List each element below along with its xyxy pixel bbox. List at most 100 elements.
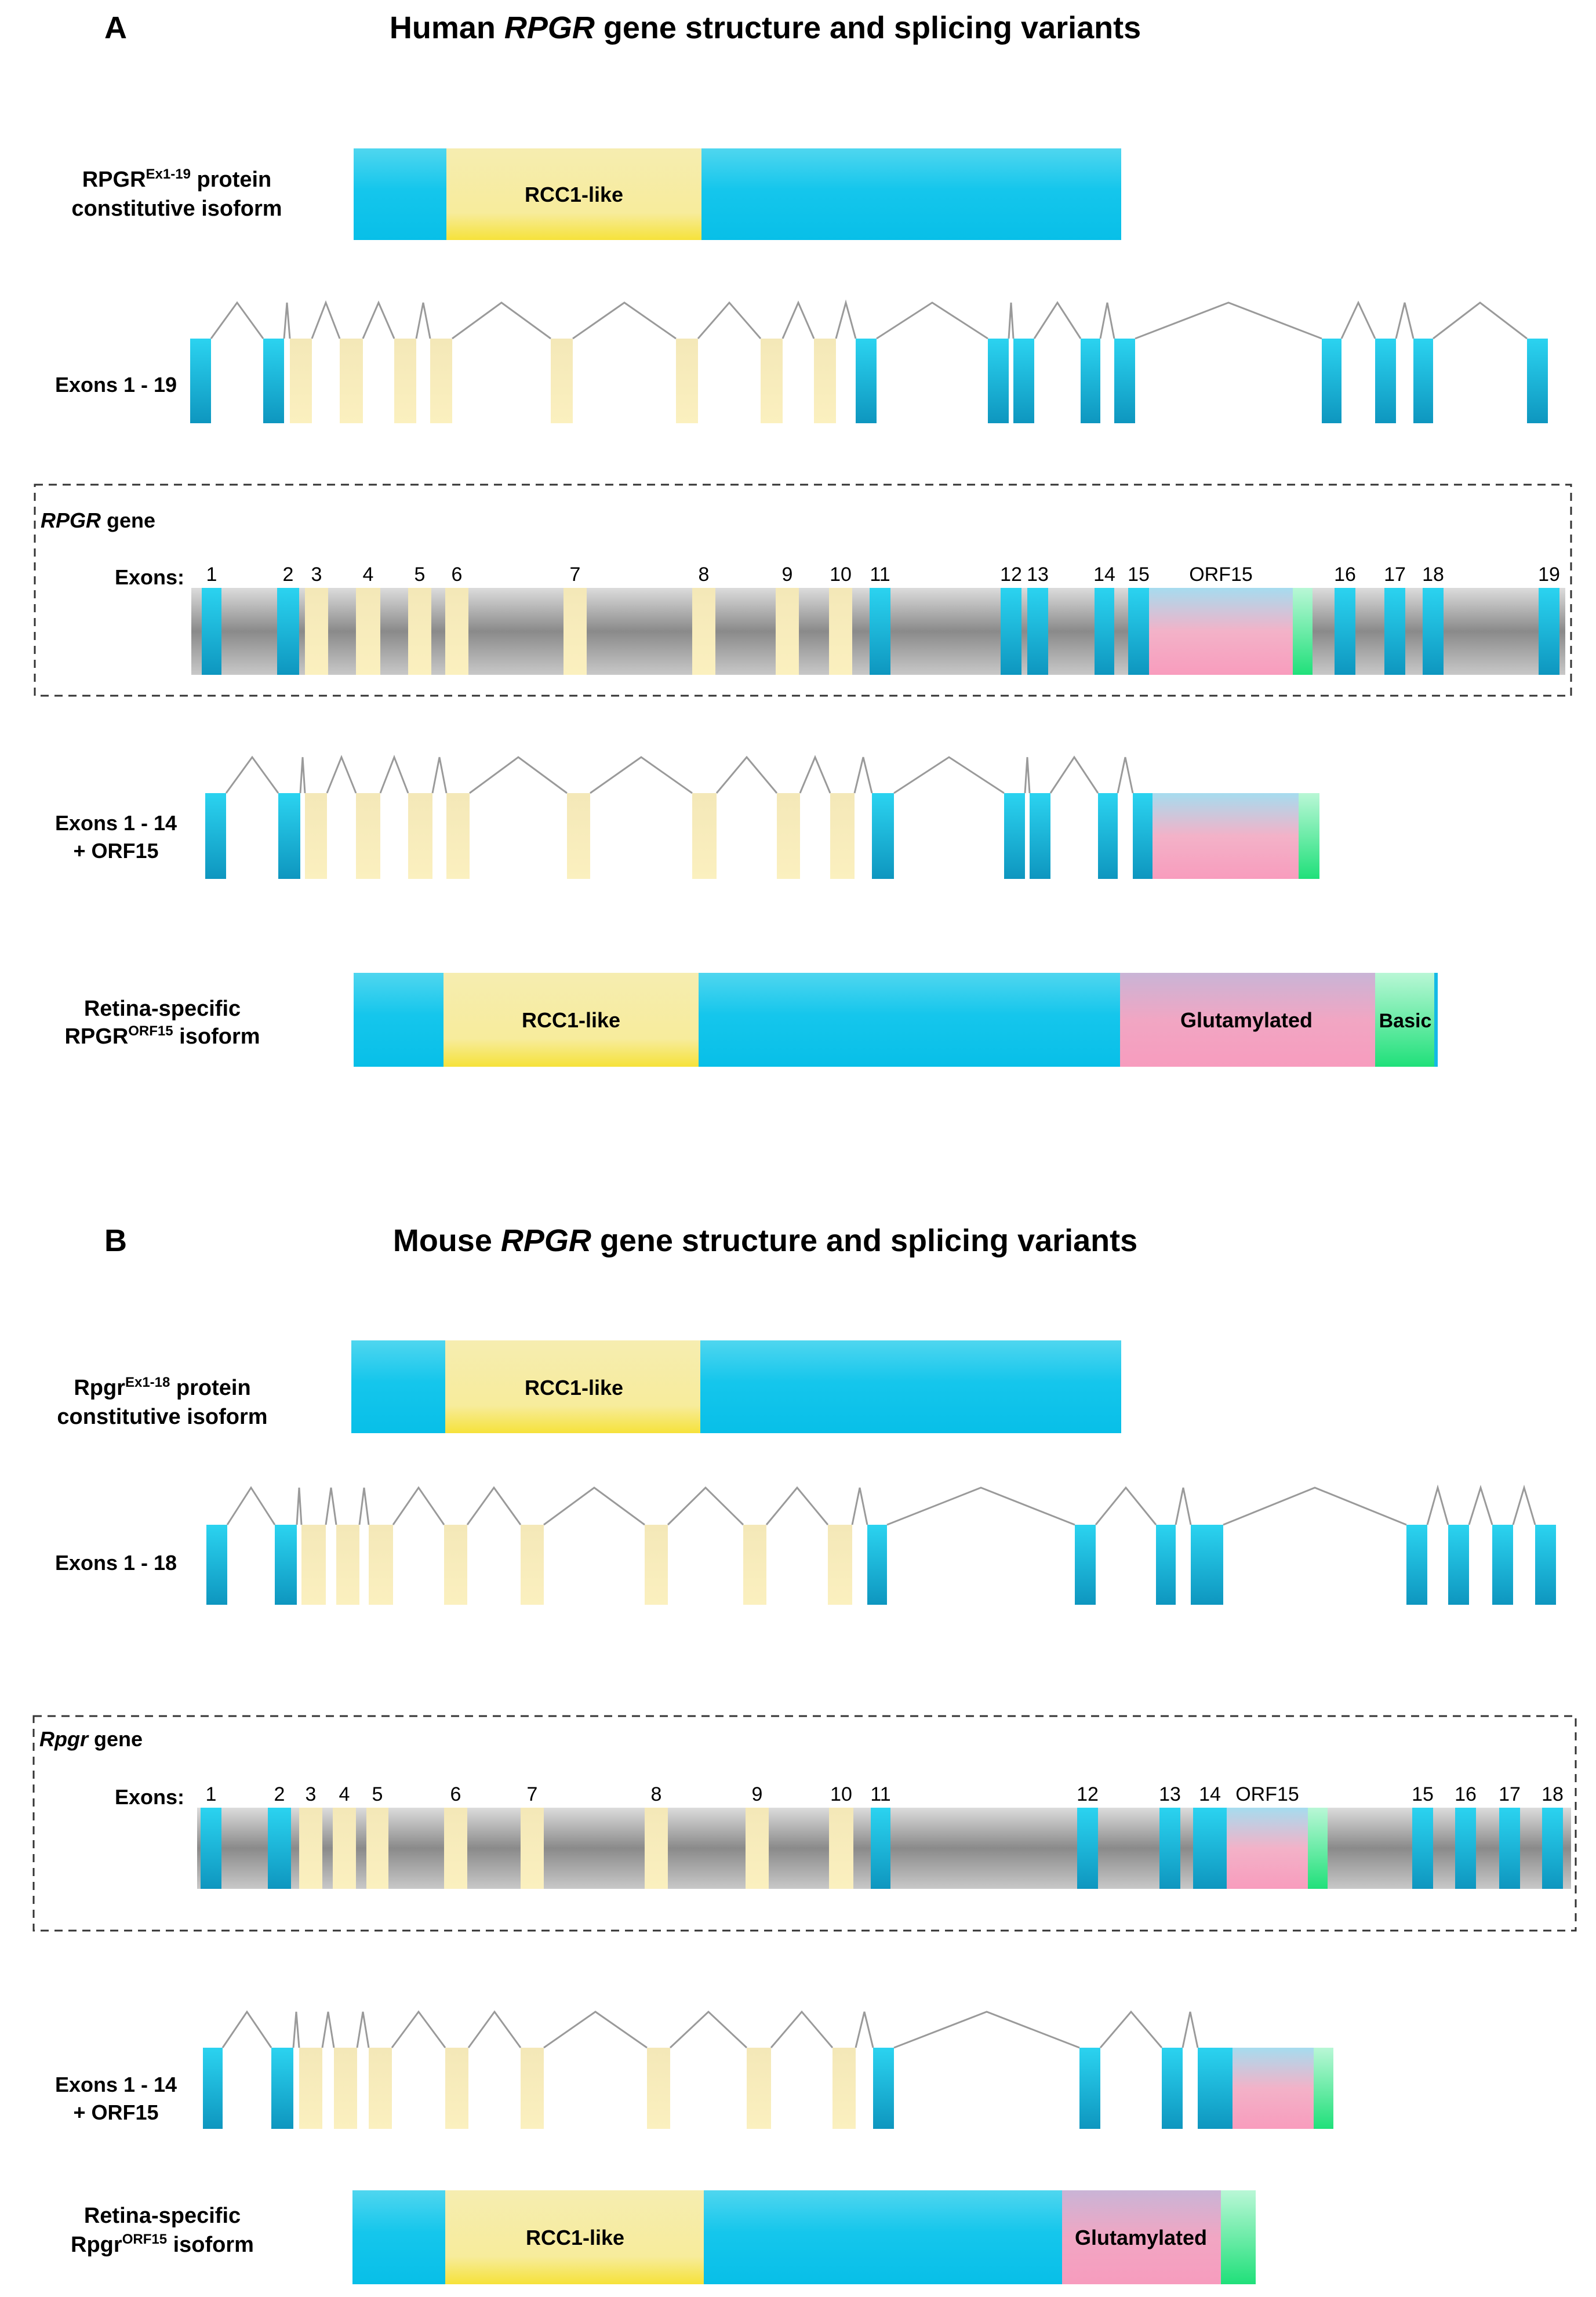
exon-block (1013, 339, 1034, 423)
intron-line (362, 300, 395, 339)
constitutive-isoform-label: RPGREx1-19 protein (82, 166, 272, 192)
exon-block (832, 2048, 856, 2129)
exon-number: 5 (372, 1783, 383, 1805)
intron-line (325, 1487, 337, 1525)
gene-exon (356, 588, 380, 675)
exon-number: 13 (1027, 564, 1049, 586)
retina-isoform-label-2: RpgrORF15 isoform (71, 2231, 254, 2257)
exon-number: 9 (752, 1783, 763, 1805)
intron-line (415, 302, 431, 339)
constitutive-exons-label: Exons 1 - 18 (55, 1551, 177, 1575)
exon-block (444, 1525, 467, 1605)
panel-title: Human RPGR gene structure and splicing v… (390, 10, 1141, 45)
exon-block (521, 2048, 544, 2129)
exon-number: 4 (339, 1783, 350, 1805)
retina-isoform-label: Retina-specific (84, 2204, 241, 2228)
exon-block (334, 2048, 357, 2129)
gene-exon (563, 588, 587, 675)
exon-block (205, 793, 226, 879)
exon-number: 5 (415, 564, 426, 586)
gene-exon (277, 588, 299, 675)
exons-label: Exons: (115, 565, 184, 589)
exon-block (305, 793, 327, 879)
exon-block (1448, 1525, 1469, 1605)
exon-block (521, 1525, 544, 1605)
intron-line (543, 1486, 645, 1526)
intron-line (886, 1486, 1075, 1526)
gene-exon (1193, 1808, 1227, 1889)
intron-line (1033, 301, 1082, 339)
exon-block (551, 339, 573, 423)
gene-exon (366, 1808, 388, 1889)
exon-block (271, 2048, 293, 2129)
exon-number: 10 (830, 564, 852, 586)
retina-protein: RCC1-like Glutamylated Basic (354, 973, 1438, 1067)
exon-block (645, 1525, 668, 1605)
exon-number: 14 (1093, 564, 1115, 586)
intron-line (781, 300, 815, 339)
intron-line (1468, 1484, 1493, 1525)
gene-exon (1077, 1808, 1098, 1889)
exon-block (814, 339, 836, 423)
gene-exon (444, 1808, 467, 1889)
glutamylated-domain (1062, 2190, 1221, 2284)
orf15-basic-exon (1299, 793, 1319, 879)
intron-line (543, 2011, 648, 2049)
intron-line (851, 1487, 868, 1525)
exon-number: 18 (1542, 1783, 1564, 1805)
intron-line (299, 757, 306, 794)
exon-block (830, 793, 855, 879)
intron-line (221, 2010, 272, 2048)
exon-number: 2 (283, 564, 294, 586)
intron-line (1008, 302, 1015, 339)
exon-block (336, 1525, 359, 1605)
exon-block (1133, 793, 1153, 879)
gene-exon (871, 1808, 890, 1889)
intron-line (356, 2011, 370, 2048)
gene-exon (299, 1808, 322, 1889)
exon-block (872, 793, 894, 879)
gene-exon (746, 1808, 769, 1889)
intron-line (1426, 1484, 1449, 1525)
exon-block (1375, 339, 1396, 423)
constitutive-transcript (190, 299, 1548, 423)
exon-number: 16 (1455, 1783, 1477, 1805)
exon-block (761, 339, 783, 423)
orf15-region (1149, 588, 1293, 675)
intron-line (669, 2010, 748, 2049)
exon-number: 1 (206, 564, 217, 586)
gene-exon (1095, 588, 1114, 675)
orf15-exon (1233, 2048, 1314, 2129)
gene-exon (521, 1808, 544, 1889)
exon-block (1406, 1525, 1427, 1605)
exon-number: 14 (1199, 1783, 1221, 1805)
retina-isoform-label-2: RPGRORF15 isoform (64, 1023, 260, 1049)
exon-number: 4 (363, 564, 374, 586)
intron-line (770, 2010, 834, 2048)
constitutive-isoform-label-2: constitutive isoform (71, 197, 282, 221)
exon-number: 1 (206, 1783, 217, 1805)
exon-block (873, 2048, 894, 2129)
exon-block (1492, 1525, 1513, 1605)
intron-line (893, 2011, 1080, 2049)
intron-line (1024, 757, 1031, 794)
gene-box (34, 484, 1572, 697)
gene-box (32, 1715, 1577, 1932)
exon-block (1098, 793, 1118, 879)
exon-block (1081, 339, 1100, 423)
rcc1-domain (443, 973, 699, 1067)
exon-number: 3 (311, 564, 322, 586)
exon-block (1535, 1525, 1556, 1605)
intron-line (835, 299, 857, 339)
orf15-basic-region (1308, 1808, 1328, 1889)
exon-block (1156, 1525, 1176, 1605)
gene-exon (1159, 1808, 1180, 1889)
rcc1-domain (445, 1340, 700, 1433)
glutamylated-label: Glutamylated (1075, 2226, 1207, 2249)
constitutive-exons-label: Exons 1 - 19 (55, 373, 177, 397)
exon-block (446, 793, 470, 879)
intron-line (469, 756, 568, 794)
exons-label: Exons: (115, 1785, 184, 1809)
intron-line (715, 755, 778, 794)
